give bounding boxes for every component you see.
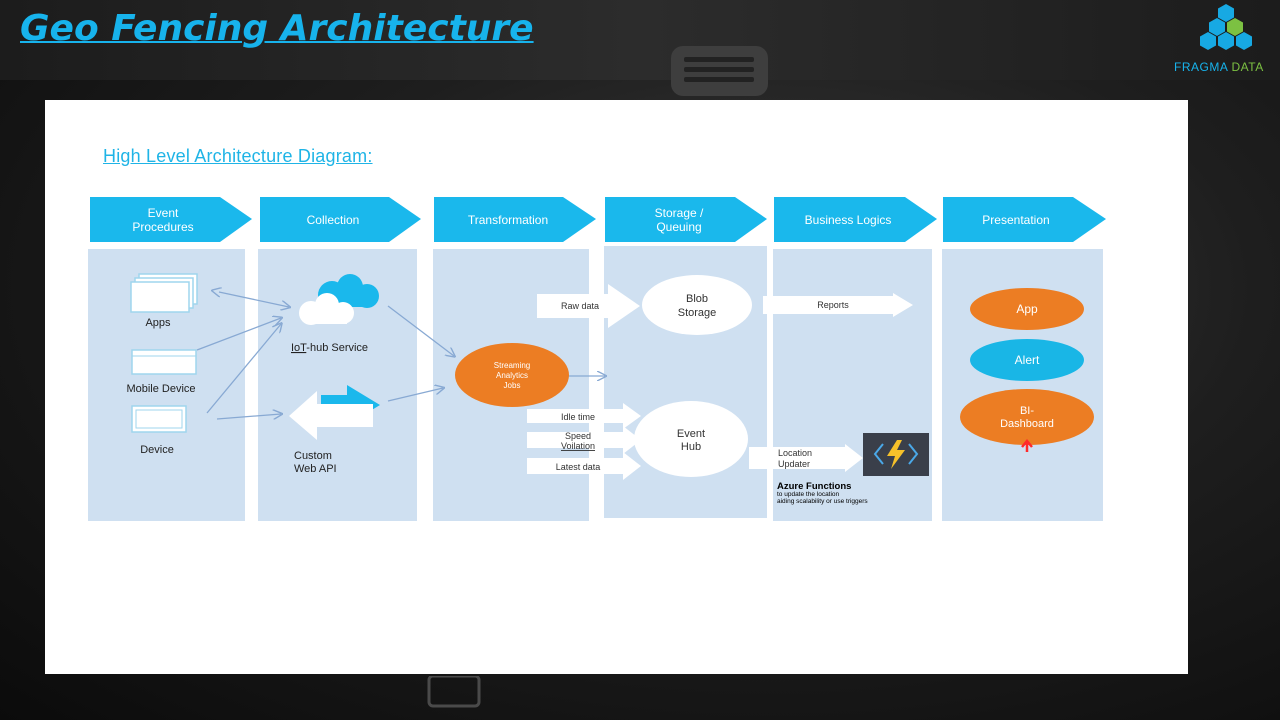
diagram-canvas: High Level Architecture Diagram: Event P…: [45, 100, 1188, 674]
alert-label: Alert: [1015, 353, 1040, 367]
latest-data-label: Latest data: [556, 462, 601, 472]
stage-header-collection: Collection: [260, 197, 421, 242]
cloud-icon: [299, 274, 379, 325]
architecture-diagram: Event Procedures Collection Transformati…: [88, 197, 1106, 521]
event-hub-label: Event: [677, 428, 705, 440]
device-label: Device: [140, 444, 174, 456]
stage-label: Transformation: [468, 213, 548, 227]
blob-storage-node: Blob Storage: [642, 275, 752, 335]
stage-header-storage-queuing: Storage / Queuing: [605, 197, 767, 242]
custom-api-label: Custom: [294, 450, 332, 462]
reports-label: Reports: [817, 300, 849, 310]
chat-bubble-icon: [671, 46, 768, 96]
page-title: Geo Fencing Architecture: [20, 8, 534, 49]
speed-label: Speed: [565, 431, 591, 441]
iot-hub-label-prefix: IoT: [291, 342, 307, 354]
latest-data-arrow: Latest data: [527, 452, 641, 480]
event-hub-node: Event Hub: [634, 401, 748, 477]
raw-data-arrow: Raw data: [537, 284, 640, 328]
stage-label: Business Logics: [805, 213, 892, 227]
bi-label: BI-: [1020, 405, 1034, 417]
speed-label: Voilation: [561, 441, 595, 451]
diagram-title: High Level Architecture Diagram:: [103, 146, 373, 166]
hexagon-logo-icon: [1200, 4, 1252, 50]
phone-icon: [427, 676, 481, 708]
streaming-analytics-node: Streaming Analytics Jobs: [455, 343, 569, 407]
apps-label: Apps: [145, 317, 171, 329]
device-node: Device: [131, 405, 187, 456]
bidirectional-arrow-icon: [289, 385, 380, 440]
location-updater-arrow: Location Updater: [749, 444, 863, 472]
custom-web-api-node: Custom Web API: [289, 385, 380, 475]
custom-api-label: Web API: [294, 463, 337, 475]
stage-label: Collection: [307, 213, 360, 227]
reports-arrow: Reports: [763, 293, 913, 317]
stage-header-business-logics: Business Logics: [774, 197, 937, 242]
location-label: Updater: [778, 459, 810, 469]
streaming-label: Jobs: [504, 381, 521, 390]
api-to-streaming-arrow: [387, 388, 443, 402]
azure-functions-node: Azure Functions to update the location a…: [777, 433, 929, 505]
app-label: App: [1016, 302, 1038, 316]
fragma-data-logo: FRAGMA DATA: [1168, 2, 1280, 78]
stage-label: Event: [148, 206, 179, 220]
stage-label: Procedures: [132, 220, 193, 234]
stage-header-presentation: Presentation: [943, 197, 1106, 242]
mobile-device-icon: [131, 349, 197, 375]
blob-label: Storage: [678, 307, 717, 319]
bi-label: Dashboard: [1000, 418, 1054, 430]
streaming-label: Analytics: [496, 371, 528, 380]
app-node: App: [970, 288, 1084, 330]
iot-hub-label: IoT-hub Service: [291, 342, 368, 354]
event-hub-label: Hub: [681, 441, 701, 453]
apps-node: Apps: [130, 273, 198, 329]
azure-functions-desc: aiding scalability or use triggers: [777, 498, 868, 505]
up-arrow-icon: [1021, 439, 1033, 452]
stage-header-transformation: Transformation: [434, 197, 596, 242]
location-label: Location: [778, 448, 812, 458]
logo-text: FRAGMA DATA: [1174, 60, 1264, 74]
bi-dashboard-node: BI- Dashboard: [960, 389, 1094, 452]
iot-to-streaming-arrow: [387, 305, 454, 356]
connector-arrows: [196, 292, 605, 420]
stage-header-event-procedures: Event Procedures: [90, 197, 252, 242]
azure-functions-title: Azure Functions: [777, 481, 851, 492]
raw-data-label: Raw data: [561, 301, 599, 311]
stage-label: Presentation: [982, 213, 1049, 227]
apps-to-iot-arrow: [219, 292, 289, 307]
iot-hub-label-suffix: -hub Service: [306, 342, 368, 354]
logo-text-accent: DATA: [1231, 60, 1264, 74]
device-to-api-arrow: [216, 414, 281, 420]
logo-text-main: FRAGMA: [1174, 60, 1228, 74]
speed-violation-arrow: Speed Voilation: [527, 426, 641, 454]
streaming-label: Streaming: [494, 361, 530, 370]
device-to-iot-arrow: [206, 324, 281, 414]
idle-time-label: Idle time: [561, 412, 595, 422]
iot-hub-node: IoT-hub Service: [291, 274, 379, 354]
alert-node: Alert: [970, 339, 1084, 381]
azure-functions-desc: to update the location: [777, 491, 840, 498]
title-bar: [0, 0, 1280, 80]
mobile-device-node: Mobile Device: [126, 349, 197, 395]
stage-label: Storage /: [655, 206, 704, 220]
mobile-device-label: Mobile Device: [126, 383, 195, 395]
blob-label: Blob: [686, 293, 708, 305]
mobile-to-iot-arrow: [196, 318, 281, 351]
stage-label: Queuing: [656, 220, 701, 234]
idle-time-arrow: Idle time: [527, 403, 641, 429]
